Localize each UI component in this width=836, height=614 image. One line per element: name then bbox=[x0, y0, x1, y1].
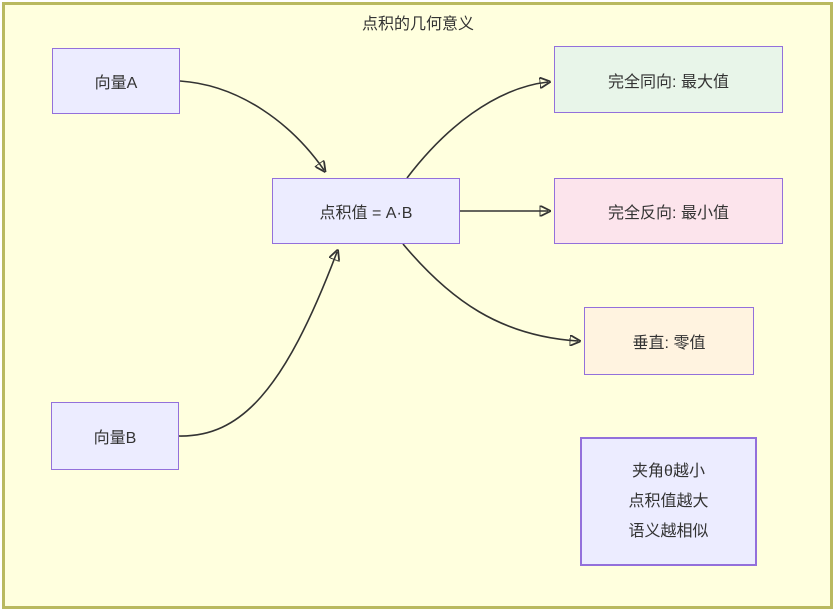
note-line-1: 夹角θ越小 bbox=[632, 462, 705, 480]
node-opposite-direction-label: 完全反向: 最小值 bbox=[608, 205, 729, 222]
node-perpendicular: 垂直: 零值 bbox=[584, 307, 754, 375]
note-box: 夹角θ越小 点积值越大 语义越相似 bbox=[580, 437, 757, 566]
note-line-3: 语义越相似 bbox=[628, 522, 709, 540]
node-vector-a: 向量A bbox=[52, 48, 180, 114]
node-dot-product: 点积值 = A·B bbox=[272, 178, 460, 244]
note-line-2: 点积值越大 bbox=[628, 492, 709, 510]
node-vector-a-label: 向量A bbox=[94, 75, 138, 92]
diagram-title: 点积的几何意义 bbox=[361, 16, 474, 33]
node-same-direction: 完全同向: 最大值 bbox=[554, 46, 783, 113]
node-dot-product-label: 点积值 = A·B bbox=[319, 205, 413, 222]
node-vector-b: 向量B bbox=[51, 402, 179, 470]
node-perpendicular-label: 垂直: 零值 bbox=[632, 335, 706, 352]
node-vector-b-label: 向量B bbox=[93, 430, 137, 447]
node-same-direction-label: 完全同向: 最大值 bbox=[608, 73, 729, 91]
node-opposite-direction: 完全反向: 最小值 bbox=[554, 178, 783, 244]
